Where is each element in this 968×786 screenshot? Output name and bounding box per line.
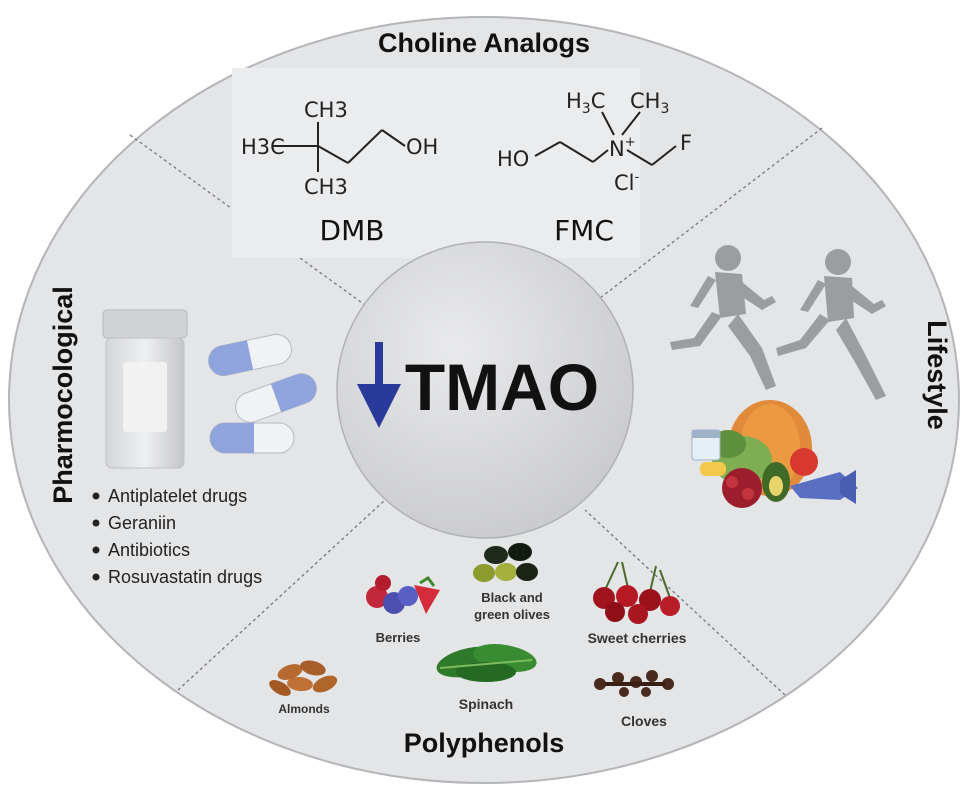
bullet bbox=[92, 573, 100, 581]
dmb-oh: OH bbox=[406, 135, 438, 159]
dmb-ch3-bottom: CH3 bbox=[304, 175, 348, 199]
healthy-food-icon bbox=[691, 400, 858, 508]
drug-item-geraniin: Geraniin bbox=[108, 513, 176, 533]
fmc-n-plus: N+ bbox=[609, 135, 636, 161]
dmb-structure: CH3 H3C OH CH3 DMB bbox=[241, 98, 438, 247]
cherries-label: Sweet cherries bbox=[588, 630, 687, 646]
lifestyle-title: Lifestyle bbox=[922, 320, 952, 430]
pill-bottle-icon bbox=[102, 309, 188, 469]
drug-item-antibiotics: Antibiotics bbox=[108, 540, 190, 560]
fmc-f: F bbox=[680, 131, 692, 155]
spinach-icon bbox=[436, 644, 537, 682]
olives-label-line2: green olives bbox=[474, 607, 550, 622]
capsule-icons bbox=[208, 333, 317, 454]
almonds-label: Almonds bbox=[278, 702, 330, 716]
bullet bbox=[92, 492, 100, 500]
runner-icon bbox=[776, 249, 886, 400]
polyphenols-title: Polyphenols bbox=[404, 728, 565, 758]
dmb-h3c: H3C bbox=[241, 135, 285, 159]
berries-label: Berries bbox=[376, 630, 421, 645]
runner-icon bbox=[670, 245, 776, 390]
drug-item-antiplatelet: Antiplatelet drugs bbox=[108, 486, 247, 506]
almonds-icon bbox=[269, 660, 338, 696]
cherries-icon bbox=[593, 561, 680, 624]
olives-icon bbox=[473, 543, 538, 582]
pharmacological-title: Pharmocological bbox=[48, 286, 78, 504]
center-label: TMAO bbox=[405, 350, 599, 424]
dmb-name: DMB bbox=[320, 214, 385, 247]
cloves-label: Cloves bbox=[621, 713, 667, 729]
bullet bbox=[92, 519, 100, 527]
center-circle bbox=[336, 241, 634, 539]
cloves-icon bbox=[594, 670, 674, 697]
berries-icon bbox=[366, 575, 440, 614]
olives-label-line1: Black and bbox=[481, 590, 542, 605]
fmc-name: FMC bbox=[554, 214, 614, 247]
fmc-ho: HO bbox=[497, 147, 529, 171]
dmb-ch3-top: CH3 bbox=[304, 98, 348, 122]
drug-list: Antiplatelet drugs Geraniin Antibiotics … bbox=[92, 486, 262, 587]
bullet bbox=[92, 546, 100, 554]
fmc-structure: H3C CH3 N+ F HO Cl- FMC bbox=[497, 89, 692, 247]
down-arrow-icon bbox=[357, 342, 401, 428]
choline-title: Choline Analogs bbox=[378, 28, 590, 58]
fmc-cl: Cl- bbox=[614, 170, 640, 195]
spinach-label: Spinach bbox=[459, 696, 513, 712]
choline-panel bbox=[232, 68, 640, 258]
drug-item-rosuvastatin: Rosuvastatin drugs bbox=[108, 567, 262, 587]
